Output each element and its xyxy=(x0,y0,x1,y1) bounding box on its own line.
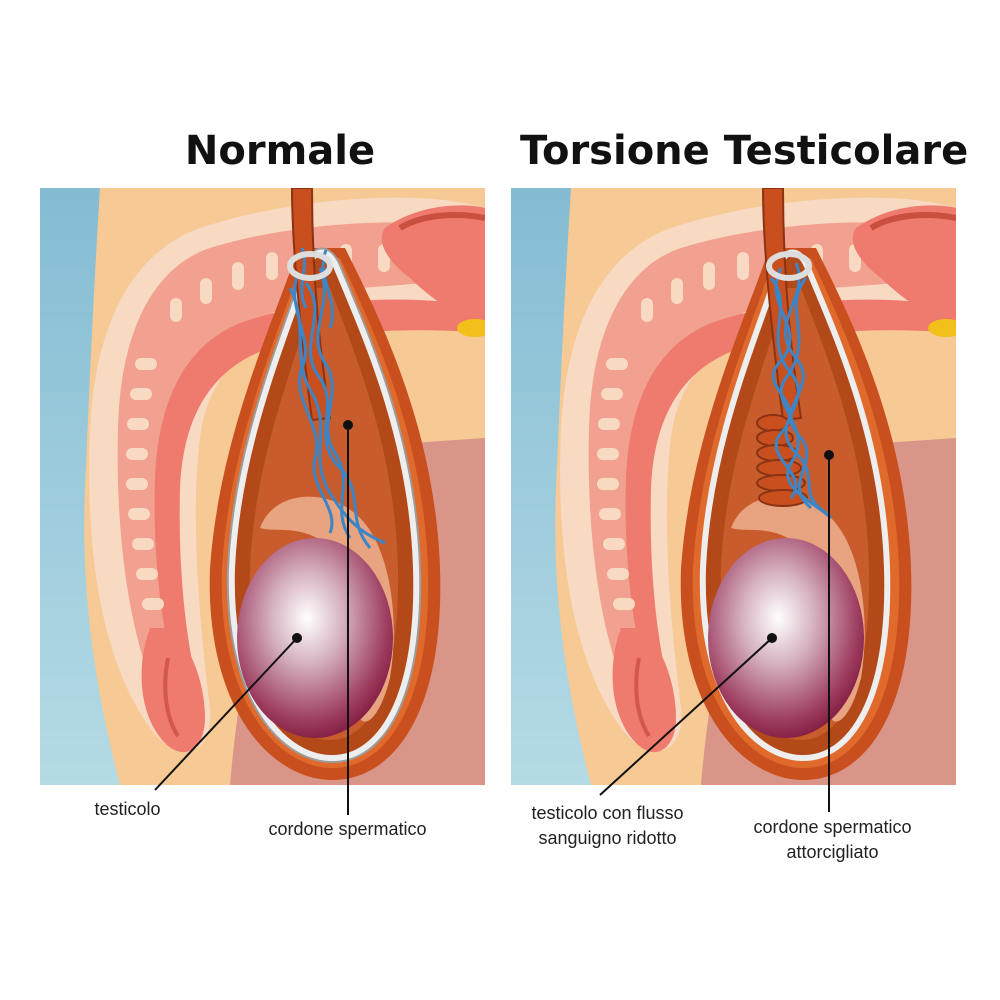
title-torsion: Torsione Testicolare xyxy=(520,128,969,174)
label-torsion-testicle: testicolo con flusso sanguigno ridotto xyxy=(505,801,710,851)
testicle-reduced-flow xyxy=(708,538,864,738)
label-normal-cord: cordone spermatico xyxy=(268,819,427,839)
illustration-torsion xyxy=(511,188,956,785)
title-normal: Normale xyxy=(184,128,376,174)
label-torsion-testicle-line1: testicolo con flusso xyxy=(531,803,684,823)
label-normal-testicle: testicolo xyxy=(94,799,161,819)
upper-organ xyxy=(381,205,485,328)
illustration-normal xyxy=(40,188,485,785)
label-torsion-cord-line1: cordone spermatico xyxy=(753,817,912,837)
label-torsion-cord: cordone spermatico attorcigliato xyxy=(730,815,935,865)
blood-vessels-twisted xyxy=(769,262,833,520)
testicle xyxy=(237,538,393,738)
label-torsion-cord-line2: attorcigliato xyxy=(786,842,879,862)
epididymis xyxy=(260,496,394,722)
label-torsion-testicle-line2: sanguigno ridotto xyxy=(538,828,677,848)
blood-vessels xyxy=(288,247,386,549)
